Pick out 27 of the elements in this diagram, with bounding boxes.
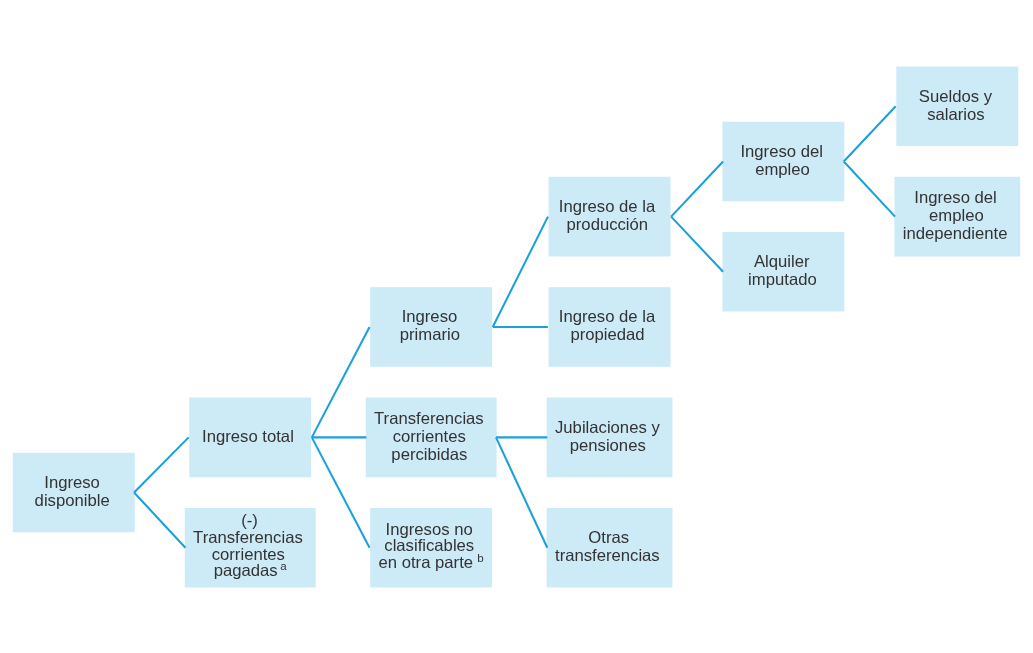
node-box: Ingreso primario <box>370 286 493 367</box>
connector <box>310 436 371 548</box>
node-box: Jubilaciones y pensiones <box>546 397 673 477</box>
connector <box>670 215 724 273</box>
connector <box>311 435 367 438</box>
connector <box>491 215 549 327</box>
connector <box>495 436 549 548</box>
connector <box>310 326 371 438</box>
connector <box>495 435 548 438</box>
node-box: Ingreso del empleo independiente <box>894 176 1021 256</box>
connector <box>492 325 548 328</box>
node-box: Ingreso disponible <box>12 452 135 532</box>
connector <box>843 105 897 162</box>
node-box: Sueldos y salarios <box>896 66 1019 146</box>
node-box: Ingreso del empleo <box>722 121 845 201</box>
connector <box>133 436 190 493</box>
node-box: Otras transferencias <box>546 507 673 587</box>
node-box: Ingreso de la propiedad <box>548 286 671 367</box>
connector <box>843 160 896 217</box>
node-box: (-) Transferencias corrientes pagadas$^{a}$ <box>184 507 316 587</box>
node-box: Ingreso total <box>189 397 312 477</box>
node-box: Ingreso de la producción <box>548 176 671 256</box>
connector <box>670 160 724 217</box>
connector <box>133 491 187 548</box>
node-box: Ingresos no clasificables en otra parte$^{b}$ <box>370 507 493 587</box>
node-box: Alquiler imputado <box>722 231 845 312</box>
node-box: Transferencias corrientes percibidas <box>365 397 497 477</box>
